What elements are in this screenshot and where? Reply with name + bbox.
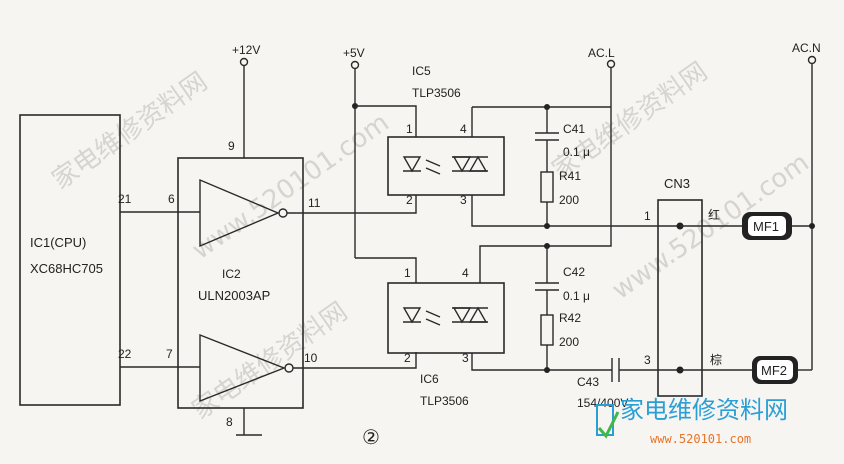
r41-label: R41	[559, 169, 581, 183]
cn3-box	[657, 199, 703, 397]
c43-value: 154/400V	[577, 396, 628, 410]
watermark-cn-3: 家电维修资料网	[187, 297, 353, 426]
watermark-url-1: www.520101.com	[187, 108, 395, 266]
cn3-pin-3: 3	[644, 353, 651, 367]
ic2-pin-6: 6	[168, 192, 175, 206]
v5-terminal	[350, 60, 360, 70]
cn3-pin-1: 1	[644, 209, 651, 223]
ic1-label: IC1(CPU)	[30, 235, 86, 250]
acl-terminal	[606, 59, 616, 69]
ic6-pin-1: 1	[404, 266, 411, 280]
r41-value: 200	[559, 193, 579, 207]
ic6-part: TLP3506	[420, 394, 469, 408]
logo-url: www.520101.com	[650, 432, 751, 446]
ic6-label: IC6	[420, 372, 439, 386]
r41-body	[540, 171, 554, 203]
ic6-pin3-wire	[471, 353, 612, 371]
acn-terminal	[807, 55, 817, 65]
mf2-motor: MF2	[752, 356, 798, 384]
r42-value: 200	[559, 335, 579, 349]
cpu-pin-21: 21	[118, 192, 132, 206]
ic2-pin-7: 7	[166, 347, 173, 361]
wire-v5-ic6pin1	[355, 257, 417, 283]
ic2-label: IC2	[222, 267, 241, 281]
figure-number: ②	[362, 425, 380, 449]
ic2-pin-10: 10	[304, 351, 318, 365]
c42-label: C42	[563, 265, 585, 279]
r42-label: R42	[559, 311, 581, 325]
ic5-pin-3: 3	[460, 193, 467, 207]
v5-label: +5V	[343, 46, 365, 60]
acn-label: AC.N	[792, 41, 821, 55]
mf2-label: MF2	[761, 363, 787, 378]
ic5-part: TLP3506	[412, 86, 461, 100]
ic5-pin3-to-cn3	[471, 195, 680, 227]
ic1-box	[19, 114, 121, 406]
ic2-pin-11: 11	[308, 196, 321, 210]
ic2-pin-9: 9	[228, 139, 235, 153]
wire-brown-label: 棕	[710, 352, 722, 367]
ic2-pin-8: 8	[226, 415, 233, 429]
site-logo: 家电维修资料网 www.520101.com	[596, 396, 788, 446]
ic1-part: XC68HC705	[30, 261, 103, 276]
logo-text: 家电维修资料网	[620, 396, 788, 424]
c41-label: C41	[563, 122, 585, 136]
junction-r41-bottom	[544, 223, 550, 229]
mf1-motor: MF1	[742, 212, 792, 240]
acl-label: AC.L	[588, 46, 615, 60]
ic6-box	[387, 282, 505, 354]
ic6-pin-2: 2	[404, 351, 411, 365]
watermark-cn-1: 家电维修资料网	[47, 67, 213, 196]
cn3-label: CN3	[664, 176, 690, 191]
ic5-led-triac	[402, 155, 488, 175]
ic5-pin-1: 1	[406, 122, 413, 136]
wire-red-label: 红	[708, 207, 720, 222]
c41-value: 0.1 μ	[563, 145, 590, 159]
ic6-led-triac	[402, 306, 488, 326]
wire-ic2pin11-ic5pin2	[287, 195, 417, 214]
v12-label: +12V	[232, 43, 260, 57]
ic2-buffer-lower	[199, 333, 286, 403]
r42-body	[540, 314, 554, 346]
ic6-pin-4: 4	[462, 266, 469, 280]
cpu-pin-22: 22	[118, 347, 132, 361]
c43-label: C43	[577, 375, 599, 389]
c42-value: 0.1 μ	[563, 289, 590, 303]
wire-v5-ic5pin1	[355, 105, 417, 137]
ic5-pin-2: 2	[406, 193, 413, 207]
ic2-part: ULN2003AP	[198, 288, 270, 303]
v12-terminal	[239, 57, 249, 67]
ic6-pin-3: 3	[462, 351, 469, 365]
ic5-box	[387, 136, 505, 196]
ic2-box	[177, 157, 304, 409]
mf1-label: MF1	[753, 219, 779, 234]
ic2-buffer-upper	[199, 178, 280, 248]
junction-r42-bottom	[544, 367, 550, 373]
ic5-label: IC5	[412, 64, 431, 78]
wire-ic2pin10-ic6pin2	[293, 352, 417, 369]
ic5-pin-4: 4	[460, 122, 467, 136]
acn-junction	[809, 223, 815, 229]
